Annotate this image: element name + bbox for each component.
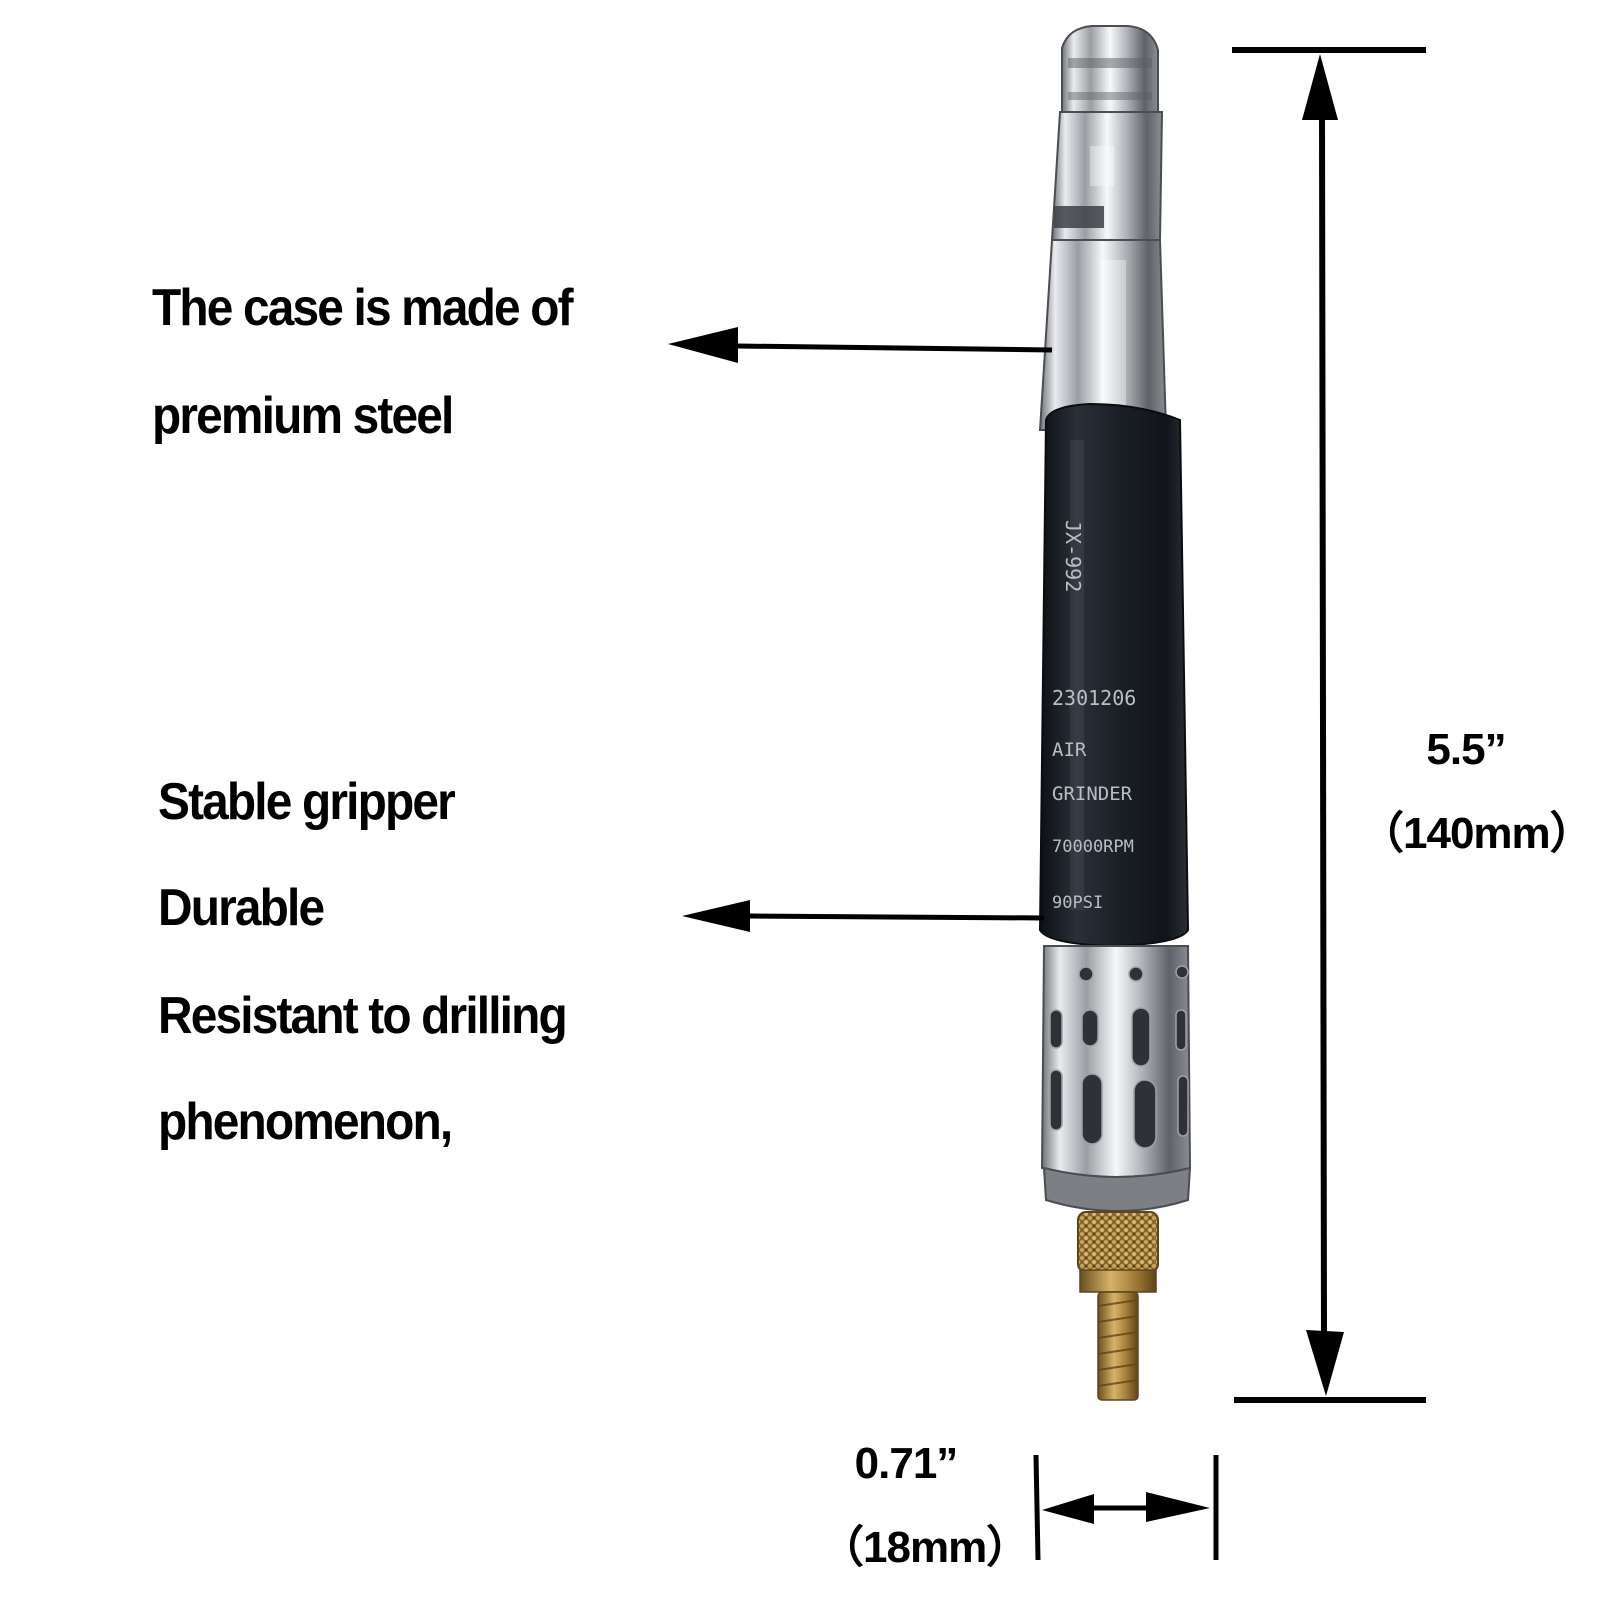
case-callout-line1: The case is made of — [152, 279, 574, 337]
length-dimension-line — [1232, 47, 1426, 1403]
marking-pressure: 90PSI — [1052, 893, 1103, 913]
marking-model: JX-992 — [1061, 520, 1085, 592]
grip-callout-line2: Durable — [158, 879, 325, 937]
marking-type-line2: GRINDER — [1052, 783, 1133, 805]
grip-callout-line3: Resistant to drilling — [158, 987, 568, 1045]
diameter-mm-label: （18mm） — [820, 1523, 1030, 1572]
length-inches-label: 5.5” — [1426, 725, 1506, 774]
grip-sleeve — [1038, 402, 1190, 948]
exhaust-collar — [1040, 945, 1192, 1178]
marking-speed: 70000RPM — [1052, 837, 1134, 857]
grip-callout-line1: Stable gripper — [158, 773, 456, 831]
case-callout-arrow — [668, 327, 1053, 363]
marking-type-line1: AIR — [1052, 739, 1087, 761]
diameter-dimension-line — [1033, 1454, 1219, 1561]
air-grinder-product: JX-992 2301206 AIR GRINDER 70000RPM 90PS… — [1038, 25, 1192, 1401]
grinding-bit — [1077, 1211, 1159, 1273]
grip-callout-arrow — [682, 900, 1045, 932]
threaded-shank — [1097, 1291, 1139, 1401]
diameter-inches-label: 0.71” — [854, 1439, 959, 1488]
exhaust-slots — [1049, 965, 1189, 1149]
case-callout-line2: premium steel — [152, 387, 454, 445]
bottom-ring — [1042, 1166, 1192, 1212]
length-mm-label: （140mm） — [1360, 809, 1594, 858]
grip-callout-line4: phenomenon, — [158, 1093, 453, 1151]
top-cap — [1061, 25, 1159, 113]
bit-nut — [1079, 1269, 1157, 1293]
marking-serial: 2301206 — [1052, 686, 1136, 710]
